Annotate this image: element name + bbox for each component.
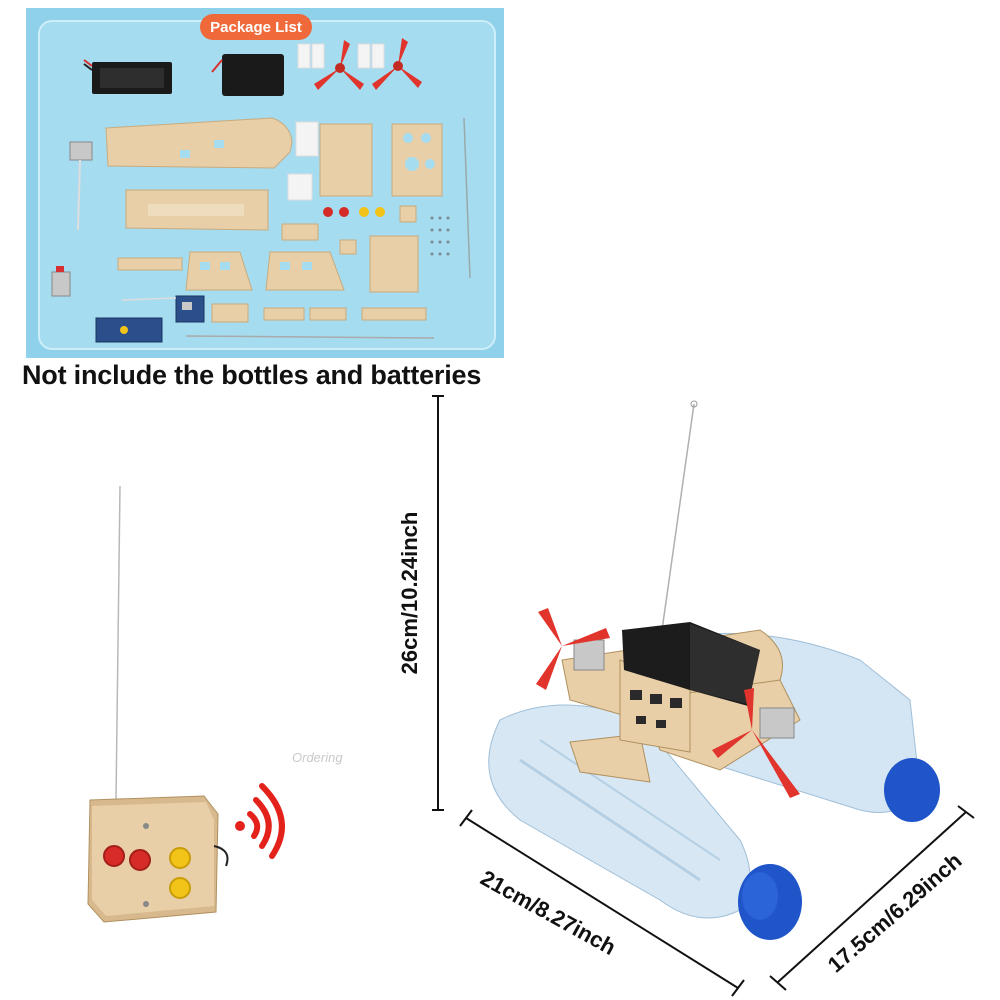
remote-controller: [87, 485, 229, 923]
circuit-board: [175, 295, 205, 323]
boat-propeller-right: [712, 688, 800, 798]
yellow-button-1: [169, 847, 191, 869]
cross-board: [117, 257, 183, 271]
buttons: [323, 207, 385, 217]
height-dimension-label: 26cm/10.24inch: [397, 511, 422, 675]
wifi-signal-icon: [235, 783, 285, 859]
boat-propeller-left: [536, 608, 610, 690]
remote-antenna: [115, 485, 121, 801]
circuit-board: [95, 317, 163, 343]
propeller: [372, 38, 422, 90]
battery-box-closed: [211, 54, 284, 96]
red-button-1: [103, 845, 125, 867]
motor: [51, 266, 71, 297]
control-panel-board: [391, 123, 443, 197]
motor: [69, 141, 93, 231]
yellow-button-2: [169, 877, 191, 899]
bottle-front: [488, 704, 802, 940]
small-blocks: [211, 205, 427, 323]
boat-antenna: [661, 403, 695, 631]
hull-board: [105, 117, 293, 169]
dimension-lines: [432, 395, 975, 997]
package-list-title: Package List: [200, 14, 312, 40]
antenna-wire: [463, 117, 471, 279]
tape-strips: [287, 43, 385, 201]
motor-mount-board: [319, 123, 373, 197]
red-button-2: [129, 849, 151, 871]
window-board: [185, 251, 253, 291]
propeller: [314, 40, 364, 90]
package-parts: [51, 38, 471, 343]
note-text: Not include the bottles and batteries: [22, 360, 482, 390]
battery-box-open: [83, 59, 172, 94]
window-board: [265, 251, 345, 291]
assembled-boat: [488, 400, 940, 940]
screws: [430, 216, 450, 256]
watermark-text: Ordering: [292, 750, 343, 765]
